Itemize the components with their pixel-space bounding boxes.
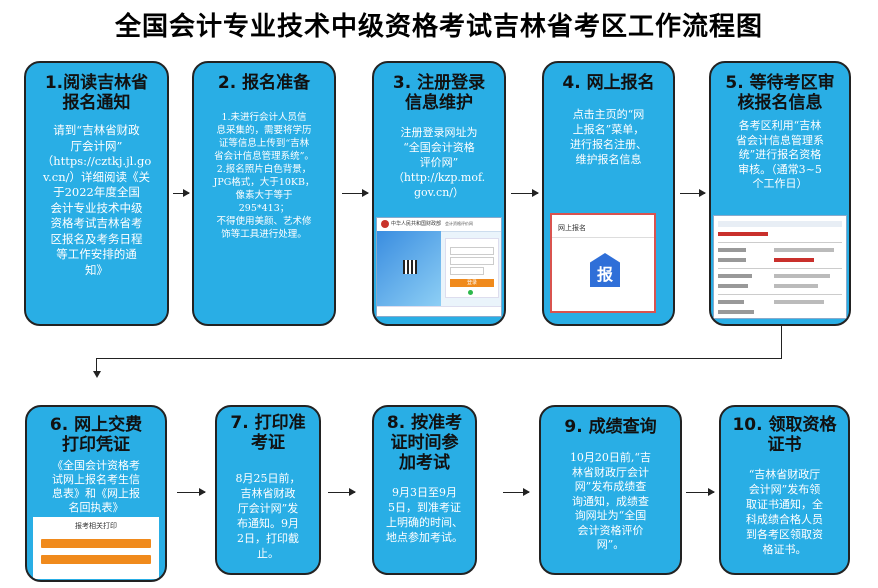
signup-label: 网上报名 bbox=[558, 224, 586, 232]
step-7-text: 8月25日前， 吉林省财政 厅会计网”发 布通知。9月 2日，打印截 止。 bbox=[235, 472, 301, 560]
step-9-box: 9. 成绩查询 10月20日前,“吉 林省财政厅会计 网”发布成绩查 询通知，成… bbox=[539, 405, 682, 575]
arrow-4-5 bbox=[680, 189, 706, 197]
step-3-text: 注册登录网址为 “全国会计资格 评价网” （http://kzp.mof. go… bbox=[392, 126, 486, 199]
step-9-title: 9. 成绩查询 bbox=[564, 417, 657, 437]
print-page-screenshot: 报考相关打印 bbox=[33, 517, 159, 579]
arrow-7-8 bbox=[328, 488, 356, 496]
arrow-1-2 bbox=[173, 189, 190, 197]
online-signup-screenshot: 网上报名 报 bbox=[550, 213, 656, 313]
review-form-screenshot bbox=[713, 215, 847, 319]
step-5-text: 各考区利用“吉林 省会计信息管理系 统”进行报名资格 审核。（通常3~5 个工作… bbox=[736, 119, 824, 190]
step-5-box: 5. 等待考区审 核报名信息 各考区利用“吉林 省会计信息管理系 统”进行报名资… bbox=[709, 61, 851, 326]
arrow-8-9 bbox=[503, 488, 530, 496]
step-8-text: 9月3日至9月 5日，到准考证 上明确的时间、 地点参加考试。 bbox=[386, 486, 463, 544]
arrow-2-3 bbox=[342, 189, 369, 197]
login-page-screenshot: 中华人民共和国财政部 会计资格评价网 登录 bbox=[376, 217, 502, 317]
step-6-text: 《全国会计资格考 试网上报名考生信 息表》和《网上报 名回执表》 bbox=[52, 459, 140, 514]
step-1-box: 1.阅读吉林省 报名通知 请到“吉林省财政 厅会计网” （https://czt… bbox=[24, 61, 169, 326]
login-sub-text: 会计资格评价网 bbox=[445, 221, 473, 226]
step-9-text: 10月20日前,“吉 林省财政厅会计 网”发布成绩查 询通知，成绩查 询网址为“… bbox=[569, 451, 652, 551]
step-7-box: 7. 打印准 考证 8月25日前， 吉林省财政 厅会计网”发 布通知。9月 2日… bbox=[215, 405, 321, 575]
step-10-box: 10. 领取资格 证书 “吉林省财政厅 会计网”发布领 取证书通知，全 科成绩合… bbox=[719, 405, 850, 575]
login-header-text: 中华人民共和国财政部 bbox=[391, 221, 442, 227]
step-4-text: 点击主页的“网 上报名”菜单， 进行报名注册、 维护报名信息 bbox=[570, 108, 647, 166]
step-10-text: “吉林省财政厅 会计网”发布领 取证书通知，全 科成绩合格人员 到各考区领取资 … bbox=[746, 468, 823, 556]
step-5-title: 5. 等待考区审 核报名信息 bbox=[725, 73, 835, 113]
connector-down bbox=[781, 326, 782, 358]
step-8-box: 8. 按准考 证时间参 加考试 9月3日至9月 5日，到准考证 上明确的时间、 … bbox=[372, 405, 477, 575]
step-7-title: 7. 打印准 考证 bbox=[230, 413, 306, 453]
step-10-title: 10. 领取资格 证书 bbox=[732, 415, 837, 455]
step-6-title: 6. 网上交费 打印凭证 bbox=[49, 415, 143, 455]
emblem-icon bbox=[381, 220, 389, 228]
arrow-9-10 bbox=[686, 488, 715, 496]
step-8-title: 8. 按准考 证时间参 加考试 bbox=[386, 413, 463, 473]
step-4-title: 4. 网上报名 bbox=[562, 73, 655, 93]
wechat-icon bbox=[468, 290, 473, 295]
arrow-6-7 bbox=[177, 488, 206, 496]
step-1-text: 请到“吉林省财政 厅会计网” （https://cztkj.jl.go v.cn… bbox=[41, 123, 152, 277]
connector-arrowhead bbox=[93, 371, 101, 378]
step-3-title: 3. 注册登录 信息维护 bbox=[392, 73, 486, 113]
step-2-title: 2. 报名准备 bbox=[217, 73, 311, 93]
qr-code-icon bbox=[403, 260, 417, 274]
step-2-box: 2. 报名准备 1.未进行会计人员信 息采集的，需要将学历 证等信息上传到“吉林… bbox=[192, 61, 336, 326]
step-6-box: 6. 网上交费 打印凭证 《全国会计资格考 试网上报名考生信 息表》和《网上报 … bbox=[25, 405, 167, 582]
login-button: 登录 bbox=[450, 279, 494, 287]
arrow-3-4 bbox=[511, 189, 539, 197]
page-title: 全国会计专业技术中级资格考试吉林省考区工作流程图 bbox=[114, 12, 763, 42]
signup-icon-glyph: 报 bbox=[596, 265, 613, 284]
connector-drop bbox=[96, 358, 97, 372]
step-1-title: 1.阅读吉林省 报名通知 bbox=[44, 73, 149, 113]
step-2-text: 1.未进行会计人员信 息采集的，需要将学历 证等信息上传到“吉林 省会计信息管理… bbox=[213, 112, 315, 240]
print-header: 报考相关打印 bbox=[75, 522, 117, 530]
step-4-box: 4. 网上报名 点击主页的“网 上报名”菜单， 进行报名注册、 维护报名信息 网… bbox=[542, 61, 675, 326]
step-3-box: 3. 注册登录 信息维护 注册登录网址为 “全国会计资格 评价网” （http:… bbox=[372, 61, 506, 326]
connector-horizontal bbox=[96, 358, 782, 359]
